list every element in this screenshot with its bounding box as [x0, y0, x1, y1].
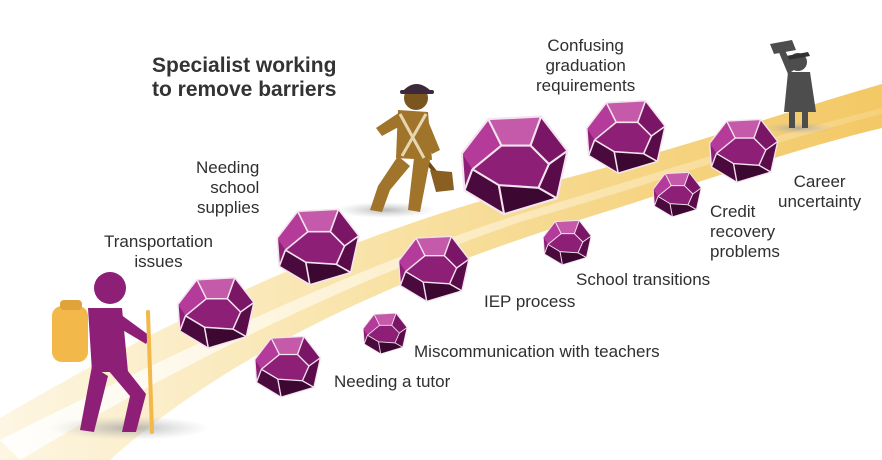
- label-line: problems: [710, 242, 780, 261]
- label-school-supplies: Needing school supplies: [196, 158, 259, 218]
- label-line: recovery: [710, 222, 776, 241]
- rock-icon: [362, 312, 408, 355]
- graduate-icon: [770, 40, 816, 128]
- rock-icon: [177, 277, 255, 349]
- label-line: IEP process: [484, 292, 576, 311]
- label-line: School transitions: [576, 270, 711, 289]
- graduate-shadow: [762, 122, 834, 134]
- rock-icon: [709, 118, 779, 183]
- label-line: uncertainty: [778, 192, 862, 211]
- label-iep: IEP process: [484, 292, 575, 312]
- worker-icon: [370, 84, 454, 212]
- label-line: Needing a tutor: [334, 372, 451, 391]
- rock-icon: [542, 219, 592, 266]
- label-line: Transportation: [104, 232, 213, 251]
- label-career: Career uncertainty: [778, 172, 861, 212]
- label-line: Confusing: [547, 36, 624, 55]
- label-school-transitions: School transitions: [576, 270, 710, 290]
- label-line: supplies: [196, 198, 260, 217]
- label-tutor: Needing a tutor: [334, 372, 450, 392]
- rock-icon: [254, 335, 322, 398]
- label-line: Miscommunication with teachers: [414, 342, 660, 361]
- label-transportation: Transportation issues: [104, 232, 213, 272]
- rock-icon: [460, 115, 569, 216]
- label-line: school: [210, 178, 260, 197]
- label-line: Career: [793, 172, 846, 191]
- label-line: Credit: [710, 202, 756, 221]
- label-line: graduation: [545, 56, 626, 75]
- label-line: requirements: [536, 76, 636, 95]
- label-line: issues: [134, 252, 183, 271]
- rock-icon: [652, 171, 702, 218]
- label-miscommunication: Miscommunication with teachers: [414, 342, 660, 362]
- rock-icon: [585, 99, 666, 175]
- title-line: Specialist working: [152, 54, 337, 77]
- label-graduation: Confusing graduation requirements: [536, 36, 635, 96]
- label-credit-recovery: Credit recovery problems: [710, 202, 780, 262]
- title-line: to remove barriers: [152, 78, 337, 101]
- diagram-title: Specialist working to remove barriers: [152, 54, 336, 102]
- hiker-icon: [52, 272, 154, 434]
- label-line: Needing: [196, 158, 260, 177]
- rock-icon: [276, 208, 360, 286]
- rock-icon: [397, 235, 470, 303]
